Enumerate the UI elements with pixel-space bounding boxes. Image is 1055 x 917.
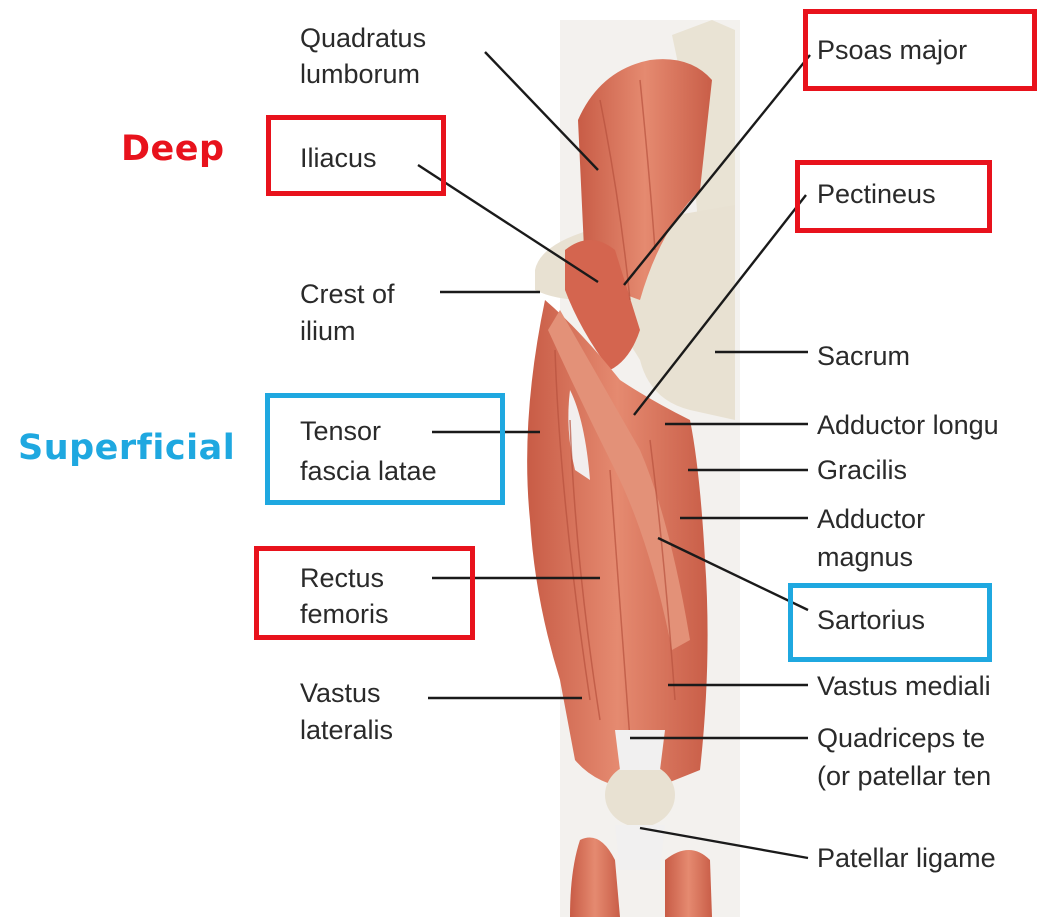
label-adductor-magnus-line2: magnus (817, 541, 913, 573)
label-patellar-ligament: Patellar ligame (817, 842, 996, 874)
label-adductor-magnus-line1: Adductor (817, 503, 925, 535)
quadriceps-tendon-shape (615, 730, 665, 770)
label-quad-tendon-line2: (or patellar ten (817, 760, 991, 792)
label-sacrum: Sacrum (817, 340, 910, 372)
label-quad-tendon-line1: Quadriceps te (817, 722, 985, 754)
label-gracilis: Gracilis (817, 454, 907, 486)
label-psoas: Psoas major (817, 34, 967, 66)
label-tensor-line1: Tensor (300, 415, 381, 447)
label-pectineus: Pectineus (817, 178, 936, 210)
label-vastus-lat-line2: lateralis (300, 714, 393, 746)
label-quadratus-line2: lumborum (300, 58, 420, 90)
label-vastus-medialis: Vastus mediali (817, 670, 991, 702)
label-rectus-line1: Rectus (300, 562, 384, 594)
label-adductor-longus: Adductor longu (817, 409, 999, 441)
label-quadratus-line1: Quadratus (300, 22, 426, 54)
deep-category-label: Deep (121, 129, 225, 169)
label-sartorius: Sartorius (817, 604, 925, 636)
lower-leg-medial (665, 850, 712, 917)
superficial-category-label: Superficial (18, 428, 235, 468)
tensor-highlight-box (265, 393, 505, 505)
label-crest-line1: Crest of (300, 278, 395, 310)
label-tensor-line2: fascia latae (300, 455, 437, 487)
label-crest-line2: ilium (300, 315, 356, 347)
label-rectus-line2: femoris (300, 598, 389, 630)
label-vastus-lat-line1: Vastus (300, 677, 381, 709)
patella (605, 763, 675, 827)
label-iliacus: Iliacus (300, 142, 377, 174)
